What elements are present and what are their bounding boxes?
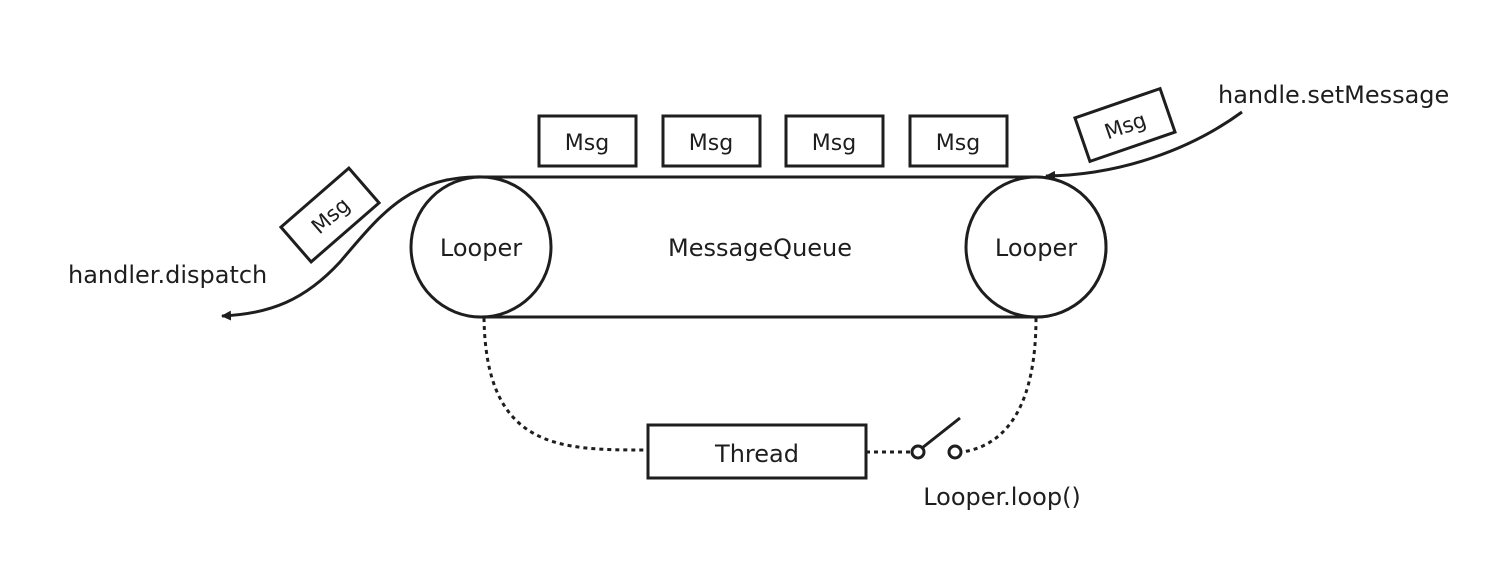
queued-message: Msg xyxy=(784,114,885,168)
thread-box: Thread xyxy=(646,423,868,480)
left-looper-thread-connector xyxy=(482,317,649,452)
message-queue-label: MessageQueue xyxy=(668,234,852,262)
thread-label: Thread xyxy=(714,440,799,468)
incoming-arrow xyxy=(1045,110,1243,181)
outgoing-label: handler.dispatch xyxy=(68,261,267,289)
queued-message-label: Msg xyxy=(565,131,609,156)
queued-message: Msg xyxy=(661,114,762,168)
right-looper-switch-connector xyxy=(961,317,1038,454)
queued-message-label: Msg xyxy=(689,131,733,156)
outgoing-arrow xyxy=(221,175,485,321)
incoming-label: handle.setMessage xyxy=(1218,81,1449,109)
incoming-message: Msg xyxy=(1073,86,1177,164)
queued-message-label: Msg xyxy=(812,131,856,156)
right-looper-label: Looper xyxy=(995,234,1077,262)
right-looper-circle xyxy=(964,175,1108,319)
queued-message-label: Msg xyxy=(936,131,980,156)
loop-switch xyxy=(910,416,963,460)
outgoing-message: Msg xyxy=(278,166,382,264)
queued-message: Msg xyxy=(908,114,1009,168)
queued-message: Msg xyxy=(537,114,638,168)
switch-label: Looper.loop() xyxy=(923,483,1081,511)
left-looper-label: Looper xyxy=(440,234,522,262)
